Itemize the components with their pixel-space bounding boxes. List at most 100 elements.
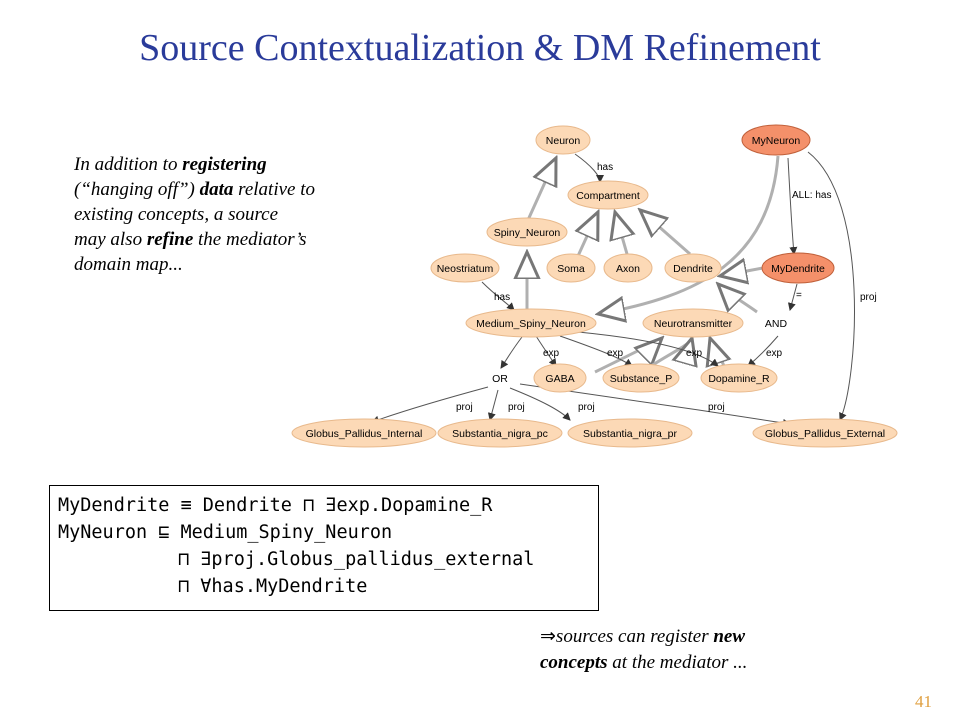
- edge-label: exp: [686, 348, 703, 359]
- node-label: Compartment: [576, 190, 640, 202]
- edge-label: exp: [543, 348, 560, 359]
- node-label: Substantia_nigra_pc: [452, 428, 548, 440]
- node-substantia-nigra-pr: [567, 418, 693, 448]
- node-myneuron: [741, 124, 811, 156]
- node-label: GABA: [545, 373, 574, 385]
- node-substantia-nigra-pc: [437, 418, 563, 448]
- conclusion-bold-run: new: [713, 626, 746, 647]
- node-spiny-neuron: [486, 217, 568, 247]
- edge-msn-substance-p: [559, 335, 633, 367]
- node-dopamine-r: [700, 363, 778, 393]
- node-gaba: [533, 363, 587, 393]
- edge-neuron-compartment: [574, 153, 604, 183]
- intro-line-3: existing concepts, a source: [74, 204, 279, 225]
- node-label: MyDendrite: [771, 263, 825, 275]
- edge-label: has: [494, 292, 510, 303]
- node-neurotransmitter: [642, 308, 744, 338]
- formula-line-2: MyNeuron ⊑ Medium_Spiny_Neuron: [58, 522, 393, 543]
- edge-label: exp: [766, 348, 783, 359]
- intro-text-run: relative to: [233, 179, 316, 200]
- node-label: OR: [492, 373, 508, 385]
- node-globus-pallidus-external: [752, 418, 898, 448]
- node-label: Dopamine_R: [708, 373, 770, 385]
- formula-line-1: MyDendrite ≡ Dendrite ⊓ ∃exp.Dopamine_R: [58, 495, 493, 516]
- node-label: Neuron: [546, 135, 581, 147]
- node-neostriatum: [430, 253, 500, 283]
- edge-label: has: [597, 162, 613, 173]
- edge-label: proj: [456, 402, 473, 413]
- slide-title: Source Contextualization & DM Refinement: [139, 27, 821, 69]
- node-label: Spiny_Neuron: [494, 227, 561, 239]
- edge-and-dendrite: [718, 284, 758, 312]
- formula-line-3: ⊓ ∃proj.Globus_pallidus_external: [178, 549, 535, 570]
- edge-mydendrite-and: [787, 283, 798, 311]
- node-mydendrite: [761, 252, 835, 284]
- node-substance-p: [602, 363, 680, 393]
- conclusion-line-1: ⇒sources can register new: [540, 624, 870, 650]
- intro-bold-run: registering: [182, 154, 267, 175]
- intro-bold-run: data: [199, 179, 234, 200]
- edge-dendrite-compartment: [640, 210, 691, 256]
- edge-label: proj: [708, 402, 725, 413]
- node-medium-spiny-neuron: [465, 308, 597, 338]
- formula-line-4: ⊓ ∀has.MyDendrite: [178, 576, 368, 597]
- node-label: AND: [765, 318, 788, 330]
- intro-line-5: domain map...: [74, 254, 183, 275]
- conclusion-text: ⇒sources can register new concepts at th…: [540, 624, 870, 676]
- edge-soma-compartment: [578, 212, 598, 257]
- intro-text: In addition to registering (“hanging off…: [74, 152, 424, 277]
- domain-map-graph: has ALL: has has = proj exp exp exp exp …: [291, 124, 898, 448]
- edge-subp-neurotransmitter: [647, 338, 692, 370]
- edge-dopr-neurotransmitter: [710, 338, 724, 366]
- edge-axon-compartment: [615, 212, 627, 255]
- conclusion-bold-run: concepts: [540, 652, 608, 673]
- intro-line-2: (“hanging off”) data relative to: [74, 177, 424, 202]
- node-label: Dendrite: [673, 263, 713, 275]
- edge-label: =: [796, 290, 802, 301]
- intro-line-4: may also refine the mediator’s: [74, 227, 424, 252]
- intro-text-run: the mediator’s: [193, 229, 307, 250]
- conclusion-line-2: concepts at the mediator ...: [540, 650, 870, 676]
- edge-myneuron-gpe: [807, 151, 855, 421]
- edge-label: proj: [860, 292, 877, 303]
- node-label: Substance_P: [610, 373, 672, 385]
- node-label: Medium_Spiny_Neuron: [476, 318, 586, 330]
- edge-msn-dopamine-r: [577, 331, 719, 367]
- node-label: Axon: [616, 263, 640, 275]
- intro-bold-run: refine: [146, 229, 194, 250]
- node-label: Neurotransmitter: [654, 318, 733, 330]
- edge-spiny-neuron: [526, 158, 556, 221]
- edge-msn-or: [500, 336, 523, 369]
- node-label: Globus_Pallidus_Internal: [306, 428, 423, 440]
- node-axon: [603, 253, 653, 283]
- edge-neostriatum-msn: [481, 281, 515, 311]
- edge-label: ALL: has: [792, 190, 831, 201]
- edge-or-gpi: [371, 386, 489, 424]
- intro-text-run: In addition to: [74, 154, 183, 175]
- node-label: Globus_Pallidus_External: [765, 428, 885, 440]
- implies-arrow-icon: ⇒: [540, 626, 556, 647]
- intro-text-run: (“hanging off”): [74, 179, 200, 200]
- node-globus-pallidus-internal: [291, 418, 437, 448]
- conclusion-text-run: sources can register: [555, 626, 714, 647]
- node-dendrite: [664, 253, 722, 283]
- node-soma: [546, 253, 596, 283]
- edge-myneuron-msn: [598, 155, 780, 314]
- description-logic-box: MyDendrite ≡ Dendrite ⊓ ∃exp.Dopamine_R …: [49, 485, 599, 611]
- conclusion-text-run: at the mediator ...: [607, 652, 748, 673]
- intro-line-1: In addition to registering: [74, 152, 424, 177]
- node-neuron: [535, 125, 591, 155]
- edge-myneuron-mydendrite: [787, 157, 798, 255]
- node-label: Substantia_nigra_pr: [583, 428, 677, 440]
- node-compartment: [567, 180, 649, 210]
- edge-gaba-neurotransmitter: [594, 338, 662, 374]
- node-label: MyNeuron: [752, 135, 801, 147]
- edge-label: proj: [508, 402, 525, 413]
- intro-text-run: may also: [74, 229, 147, 250]
- node-label: Neostriatum: [437, 263, 494, 275]
- edge-mydendrite-dendrite: [720, 268, 764, 276]
- edge-label: exp: [607, 348, 624, 359]
- edge-or-snpr: [509, 387, 571, 421]
- edge-or-snpc: [487, 389, 499, 421]
- page-number: 41: [915, 692, 932, 711]
